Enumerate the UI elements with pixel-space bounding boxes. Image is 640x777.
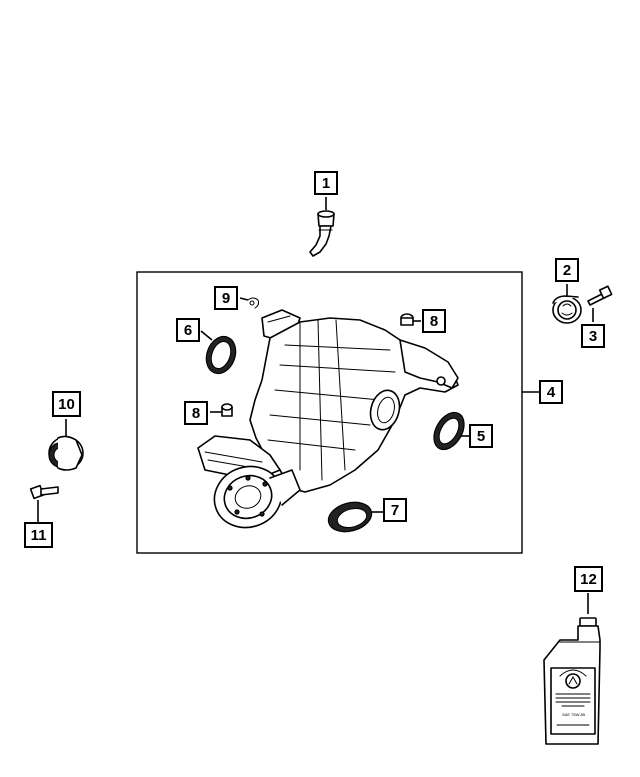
mount-bushing-left-part[interactable] <box>48 435 84 471</box>
vent-tube-part[interactable] <box>309 210 335 257</box>
svg-text:4: 4 <box>547 384 556 401</box>
svg-text:8: 8 <box>430 313 438 330</box>
leader-9 <box>239 297 249 301</box>
gear-oil-bottle-part[interactable]: SAE 75W-85 <box>543 617 601 745</box>
callout-1[interactable]: 1 <box>314 171 338 195</box>
callout-10[interactable]: 10 <box>52 391 81 417</box>
svg-text:10: 10 <box>58 396 75 413</box>
mount-bushing-part[interactable] <box>552 295 582 324</box>
differential-assembly-frame <box>136 271 523 554</box>
mount-bolt-left-part[interactable] <box>29 484 59 500</box>
svg-text:8: 8 <box>192 405 200 422</box>
svg-text:5: 5 <box>477 428 485 445</box>
callout-4[interactable]: 4 <box>539 380 563 404</box>
callout-8-lower[interactable]: 8 <box>184 401 208 425</box>
axle-seal-right-part[interactable] <box>428 407 471 455</box>
svg-text:12: 12 <box>580 571 597 588</box>
svg-text:7: 7 <box>391 502 399 519</box>
callout-2[interactable]: 2 <box>555 258 579 282</box>
oil-bottle-label-text: SAE 75W-85 <box>562 712 586 717</box>
svg-text:9: 9 <box>222 290 230 307</box>
callout-7[interactable]: 7 <box>383 498 407 522</box>
callout-8-top[interactable]: 8 <box>422 309 446 333</box>
callout-11[interactable]: 11 <box>24 522 53 548</box>
svg-text:3: 3 <box>589 328 597 345</box>
mount-bolt-part[interactable] <box>587 285 613 306</box>
svg-text:11: 11 <box>31 527 47 544</box>
callout-5[interactable]: 5 <box>469 424 493 448</box>
svg-text:6: 6 <box>184 322 192 339</box>
callout-3[interactable]: 3 <box>581 324 605 348</box>
callout-9[interactable]: 9 <box>214 286 238 310</box>
plug-lower-part[interactable] <box>221 403 233 417</box>
svg-text:1: 1 <box>322 175 330 192</box>
callout-12[interactable]: 12 <box>574 566 603 592</box>
differential-housing-part[interactable] <box>197 309 459 537</box>
leader-6 <box>200 330 213 341</box>
svg-text:2: 2 <box>563 262 571 279</box>
axle-seal-left-part[interactable] <box>201 332 240 377</box>
plug-top-part[interactable] <box>400 313 414 326</box>
pinion-seal-part[interactable] <box>325 498 375 536</box>
callout-6[interactable]: 6 <box>176 318 200 342</box>
clip-part[interactable] <box>247 297 260 309</box>
